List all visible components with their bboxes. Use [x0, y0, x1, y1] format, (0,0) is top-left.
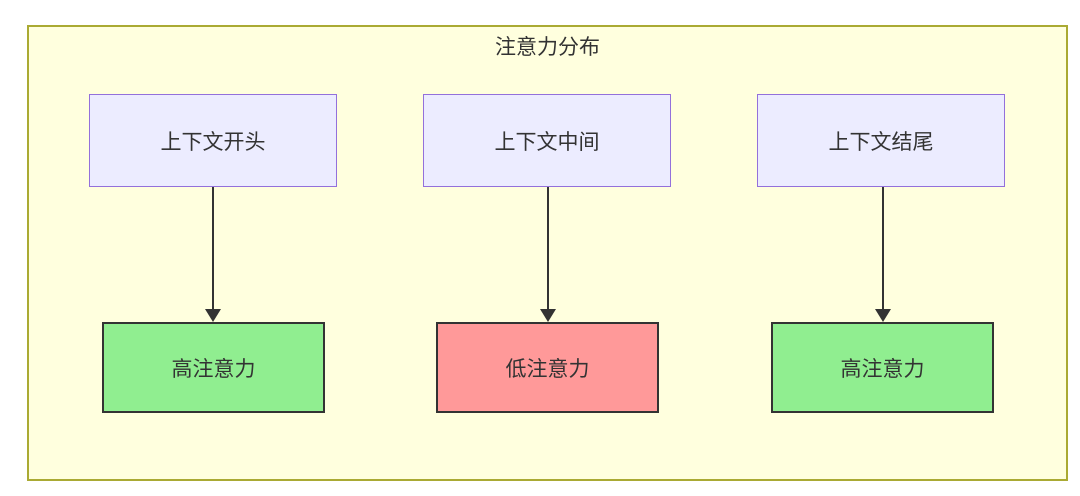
arrow-line [212, 187, 214, 309]
node-low-attention-middle: 低注意力 [436, 322, 659, 413]
arrow-line [882, 187, 884, 309]
edge-arrow-right [875, 187, 891, 322]
node-label: 上下文中间 [494, 130, 600, 154]
node-high-attention-left: 高注意力 [102, 322, 325, 413]
node-label: 上下文开头 [160, 130, 266, 154]
node-label: 高注意力 [840, 357, 925, 381]
arrowhead-icon [875, 309, 891, 322]
arrowhead-icon [540, 309, 556, 322]
node-label: 高注意力 [171, 357, 256, 381]
node-context-beginning: 上下文开头 [89, 94, 337, 187]
edge-arrow-middle [540, 187, 556, 322]
node-context-end: 上下文结尾 [757, 94, 1005, 187]
node-high-attention-right: 高注意力 [771, 322, 994, 413]
arrowhead-icon [205, 309, 221, 322]
diagram-title: 注意力分布 [495, 36, 600, 59]
node-context-middle: 上下文中间 [423, 94, 671, 187]
node-label: 低注意力 [505, 357, 590, 381]
edge-arrow-left [205, 187, 221, 322]
arrow-line [547, 187, 549, 309]
node-label: 上下文结尾 [828, 130, 934, 154]
